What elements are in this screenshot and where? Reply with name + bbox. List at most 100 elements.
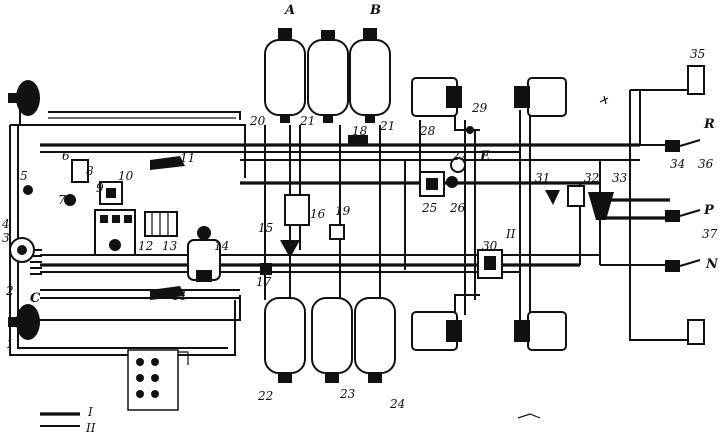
valve-26: [446, 176, 458, 188]
valve-29: [466, 126, 474, 134]
label-15: 15: [258, 221, 273, 235]
valve-8-9: [99, 181, 123, 205]
valve-25: [419, 171, 445, 197]
label-II-mid: II: [505, 227, 516, 241]
receiver-tank: [307, 30, 349, 123]
valve-7: [64, 194, 76, 206]
label-11-bottom: 11: [172, 289, 187, 303]
label-36: 36: [698, 157, 714, 171]
valve-17: [260, 263, 272, 275]
label-28: 28: [419, 124, 436, 138]
valve-32: [567, 185, 585, 207]
valve-15-16: [280, 194, 310, 258]
legend: I II: [40, 405, 96, 435]
label-3: 3: [2, 231, 10, 245]
valve-27: [450, 157, 466, 173]
label-E: E: [479, 149, 491, 164]
label-14: 14: [214, 239, 229, 253]
valve-5: [23, 185, 33, 195]
terminal-bottom-right: [687, 319, 705, 345]
label-24: 24: [389, 397, 405, 411]
label-33: 33: [612, 171, 628, 185]
pipe-left-outer: [9, 125, 236, 356]
label-9: 9: [96, 181, 104, 195]
label-P: P: [703, 203, 715, 218]
label-35: 35: [690, 47, 705, 61]
label-R: R: [703, 117, 715, 132]
receivers-upper: [264, 28, 391, 123]
label-1: 1: [6, 337, 14, 351]
label-10: 10: [118, 169, 134, 183]
label-22: 22: [257, 389, 273, 403]
coupling-r: [665, 139, 701, 152]
label-32: 32: [584, 171, 599, 185]
label-B: B: [369, 3, 381, 18]
pipelines: [9, 89, 698, 356]
label-21-b: 21: [379, 119, 395, 133]
valve-30: [477, 249, 503, 279]
label-25: 25: [421, 201, 437, 215]
pipe-left-manifold: [30, 249, 42, 275]
unloader-bottom: [150, 286, 185, 300]
receiver-tank: [264, 297, 306, 383]
label-4: 4: [1, 217, 10, 231]
components: [9, 65, 705, 411]
legend-label-one: I: [87, 405, 93, 419]
brake-chamber-28: [411, 77, 462, 117]
label-12: 12: [138, 239, 153, 253]
receivers-lower: [264, 297, 396, 383]
label-27: 27: [451, 149, 468, 163]
receiver-tank: [349, 28, 391, 123]
label-37: 37: [702, 227, 718, 241]
brake-chambers: [8, 77, 567, 351]
label-29: 29: [471, 101, 488, 115]
label-30: 30: [482, 239, 498, 253]
label-7: 7: [58, 193, 66, 207]
stray-marks: [517, 95, 609, 419]
brake-chamber-rear-upper-right: [514, 77, 567, 117]
pressure-regulator: [187, 226, 221, 282]
coupling-n: [665, 259, 701, 272]
receiver-tank: [354, 297, 396, 383]
terminal-35: [687, 65, 705, 95]
label-N: N: [705, 257, 719, 272]
label-26: 26: [449, 201, 466, 215]
label-5: 5: [20, 169, 28, 183]
gauge-block: [127, 349, 189, 411]
valve-6: [71, 159, 89, 183]
label-6: 6: [62, 149, 70, 163]
pipe-top-left-2: [48, 111, 241, 120]
label-8: 8: [86, 164, 94, 178]
label-19: 19: [335, 204, 351, 218]
label-20: 20: [249, 114, 266, 128]
label-13: 13: [162, 239, 178, 253]
label-34: 34: [670, 157, 685, 171]
pipe-far-right-1: [629, 90, 690, 341]
label-A: A: [283, 3, 295, 18]
valve-31: [545, 190, 560, 205]
pipe-trunk-10: [40, 295, 241, 321]
manifold-left: [9, 237, 35, 263]
label-31: 31: [535, 171, 550, 185]
label-C: C: [30, 291, 41, 306]
label-17: 17: [256, 275, 272, 289]
label-11-top: 11: [180, 151, 195, 165]
legend-label-two: II: [85, 421, 96, 435]
brake-chamber-rear-lower-left: [411, 311, 462, 351]
pipe-left-outer-2: [17, 125, 228, 349]
filter-block: [144, 211, 178, 237]
valve-18: [348, 135, 368, 145]
brake-chamber-front-left-bottom: [8, 304, 40, 340]
label-18: 18: [352, 124, 368, 138]
label-2: 2: [5, 284, 14, 298]
compressor: [94, 209, 136, 256]
label-21-a: 21: [299, 114, 315, 128]
receiver-tank: [311, 297, 353, 383]
brake-chamber-front-left-top: [8, 80, 40, 116]
coupling-p: [665, 209, 701, 222]
brake-chamber-rear-lower-right: [514, 311, 567, 351]
callout-labels: 1 2 3 4 5 6 7 8 9 10 11 11 12 13 14 15 1…: [1, 3, 719, 411]
label-16: 16: [310, 207, 326, 221]
